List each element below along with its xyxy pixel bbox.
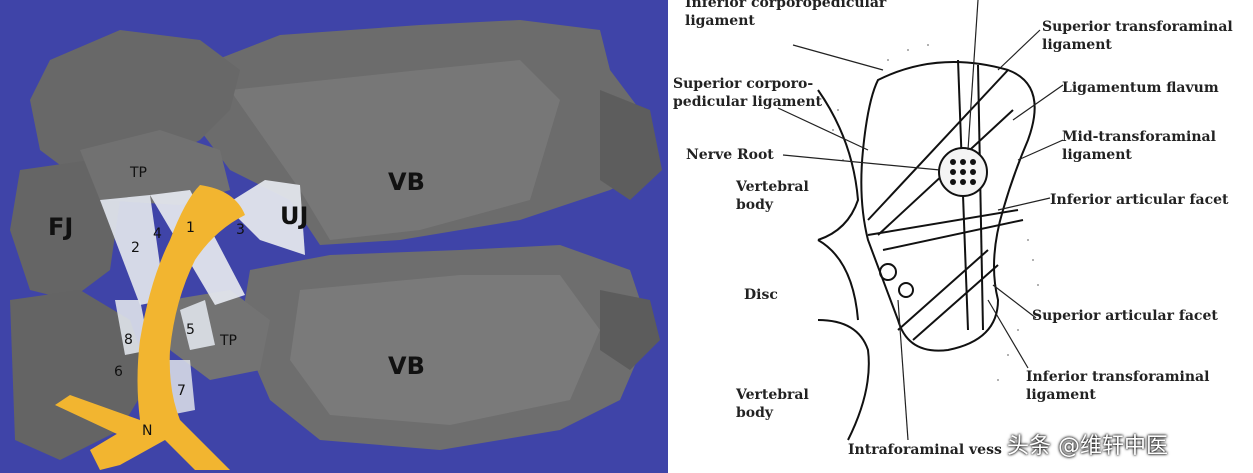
label-num-7: 7 [177, 383, 186, 399]
lower-body-edge [817, 319, 870, 441]
label-vertebral-body-upper: Vertebral body [736, 179, 809, 213]
vessel-circle-2 [898, 282, 914, 298]
watermark: 头条 @维轩中医 [1007, 434, 1168, 459]
ligament-band-2 [100, 195, 165, 305]
label-intraforaminal-vessels: Intraforaminal vess [848, 442, 1002, 458]
upper-vertebral-body-shade [230, 60, 560, 240]
label-num-5: 5 [186, 322, 195, 338]
upper-body-edge [817, 89, 860, 241]
label-num-8: 8 [124, 332, 133, 348]
label-mid-transforaminal: Mid-transforaminal ligament [1062, 129, 1216, 163]
label-nerve-root: Nerve Root [686, 147, 774, 163]
nerve-root [90, 185, 245, 470]
label-vb-upper: VB [388, 168, 425, 196]
vessel-circle-1 [879, 263, 897, 281]
ligament-line-h [977, 64, 984, 331]
label-num-2: 2 [131, 240, 140, 256]
ligament-line-f [912, 264, 999, 341]
ligament-band-5 [180, 300, 215, 350]
nerve-root-branch [55, 395, 140, 440]
label-vertebral-body-lower: Vertebral body [736, 387, 809, 421]
facet-joint-mass [10, 160, 120, 300]
ligament-band-3 [225, 180, 305, 255]
label-inferior-transforaminal: Inferior transforaminal ligament [1026, 369, 1210, 403]
vertebra-render [10, 20, 662, 470]
lower-right-process [600, 290, 660, 370]
right-line-drawing: Inferior corporopedicular ligament Super… [668, 0, 1253, 473]
upper-right-process [600, 90, 662, 200]
label-superior-articular-facet: Superior articular facet [1032, 308, 1218, 324]
label-disc: Disc [744, 287, 778, 303]
label-superior-transforaminal: Superior transforaminal ligament [1042, 19, 1233, 53]
ligament-line-c [867, 209, 1019, 236]
label-num-6: 6 [114, 364, 123, 380]
upper-transverse-process [80, 130, 230, 205]
leader-lines [777, 0, 1064, 441]
label-inferior-articular-facet: Inferior articular facet [1050, 192, 1229, 208]
label-superior-corporopedicular: Superior corporo- pedicular ligament [673, 76, 823, 110]
label-tp-lower: TP [220, 333, 237, 349]
label-ligamentum-flavum: Ligamentum flavum [1062, 80, 1219, 96]
label-inferior-corporopedicular: Inferior corporopedicular ligament [685, 0, 887, 29]
label-vb-lower: VB [388, 352, 425, 380]
disc-edge [817, 239, 859, 321]
stipple [832, 44, 1039, 381]
label-uj: UJ [280, 202, 309, 230]
left-3d-figure: VB VB FJ UJ TP TP N 1 2 3 4 5 6 7 8 [0, 0, 668, 473]
ligament-line-e [897, 249, 989, 331]
label-fj: FJ [48, 213, 74, 241]
lower-vertebral-body-shade [290, 275, 600, 425]
label-num-4: 4 [153, 226, 162, 242]
label-num-1: 1 [186, 220, 195, 236]
label-tp-upper: TP [130, 165, 147, 181]
foramen-outline [860, 61, 1036, 352]
ligament-line-a [867, 69, 1009, 221]
foramen-drawing [777, 0, 1064, 441]
label-n: N [142, 423, 153, 439]
label-num-3: 3 [236, 222, 245, 238]
ligament-line-d [882, 219, 1024, 251]
